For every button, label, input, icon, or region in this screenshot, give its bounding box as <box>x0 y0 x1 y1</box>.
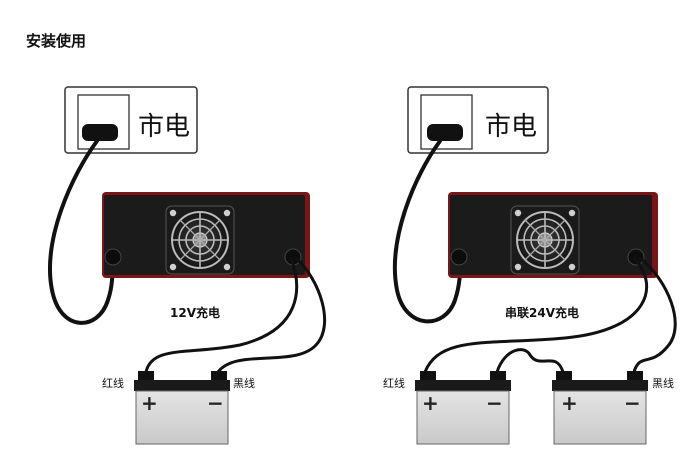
series-link-wire <box>495 348 565 374</box>
black-output-wire <box>632 256 677 374</box>
page-title: 安装使用 <box>26 32 87 50</box>
positive-sign: + <box>422 391 439 415</box>
power-plug <box>82 124 118 141</box>
battery-body <box>135 390 229 445</box>
mains-label: 市电 <box>485 112 538 142</box>
red-wire-label: 红线 <box>383 377 405 390</box>
battery-body <box>553 390 647 445</box>
positive-sign: + <box>561 391 578 415</box>
battery-terminal-positive <box>556 371 572 381</box>
battery-terminal-positive <box>420 371 436 381</box>
battery-terminal-positive <box>138 371 154 381</box>
red-output-wire <box>423 256 649 374</box>
ac-port <box>450 248 468 266</box>
black-output-wire <box>216 256 326 374</box>
battery-body <box>416 390 510 445</box>
negative-sign: − <box>207 391 224 415</box>
battery <box>134 371 230 445</box>
ac-port <box>104 248 122 266</box>
fan-icon <box>165 205 235 275</box>
fan-icon <box>510 205 580 275</box>
battery-lid <box>134 380 230 391</box>
diagram-caption: 12V充电 <box>170 306 220 320</box>
battery-lid <box>415 380 511 391</box>
negative-sign: − <box>486 391 503 415</box>
negative-sign: − <box>624 391 641 415</box>
diagram-caption: 串联24V充电 <box>505 306 579 320</box>
dc-output-port <box>627 248 645 266</box>
battery <box>415 371 511 445</box>
diagram-24v-series <box>392 86 677 445</box>
power-plug <box>427 124 463 141</box>
black-wire-label: 黑线 <box>233 377 255 390</box>
red-output-wire <box>144 256 299 374</box>
battery-terminal-negative <box>627 371 643 381</box>
mains-label: 市电 <box>138 112 191 142</box>
positive-sign: + <box>141 391 158 415</box>
diagram-12v <box>48 86 326 445</box>
ac-cord <box>48 139 115 325</box>
battery-terminal-negative <box>211 371 227 381</box>
battery <box>552 371 648 445</box>
ac-cord <box>392 139 463 324</box>
red-wire-label: 红线 <box>102 377 124 390</box>
battery-lid <box>552 380 648 391</box>
battery-terminal-negative <box>490 371 506 381</box>
black-wire-label: 黑线 <box>652 377 674 390</box>
